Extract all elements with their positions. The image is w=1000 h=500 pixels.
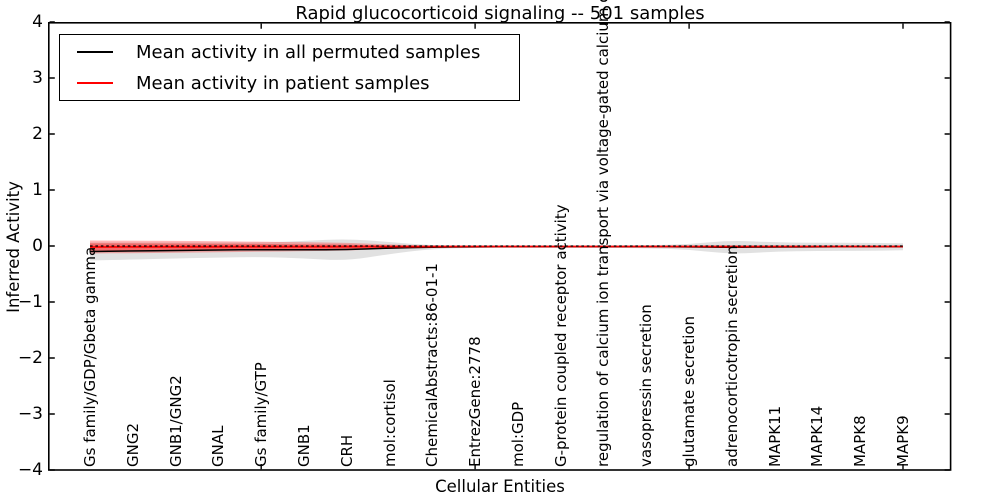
patient-band-core: [90, 243, 903, 251]
legend-label-permuted: Mean activity in all permuted samples: [136, 41, 481, 63]
x-tick-label: EntrezGene:2778: [466, 336, 485, 467]
x-tick-label: adrenocorticotropin secretion: [722, 245, 741, 467]
y-tick-label: 2: [32, 124, 43, 144]
x-tick-label: GNB1/GNG2: [166, 375, 185, 467]
x-tick-label: Gs family/GTP: [252, 362, 271, 467]
x-tick-label: MAPK14: [808, 405, 827, 467]
chart-title: Rapid glucocorticoid signaling -- 501 sa…: [295, 3, 705, 24]
x-tick-label: glutamate secretion: [680, 315, 699, 467]
x-tick-label: mol:GDP: [508, 401, 527, 467]
y-tick-label: 1: [32, 180, 43, 200]
x-tick-label: regulation of calcium ion transport via …: [594, 0, 613, 467]
x-tick-label: Gs family/GDP/Gbeta gamma: [81, 246, 99, 467]
y-tick-label: −4: [17, 460, 43, 480]
x-tick-label: mol:cortisol: [380, 379, 399, 467]
x-tick-label: GNAL: [209, 425, 228, 467]
y-tick-label: −3: [17, 404, 43, 424]
x-tick-label: G-protein coupled receptor activity: [551, 204, 570, 467]
y-tick-label: −2: [17, 348, 43, 368]
y-tick-label: 4: [32, 12, 43, 32]
y-tick-label: 0: [32, 236, 43, 256]
x-tick-label: vasopressin secretion: [637, 304, 656, 467]
y-tick-label: 3: [32, 68, 43, 88]
legend-item-patient: Mean activity in patient samples: [60, 68, 519, 99]
legend: Mean activity in all permuted samples Me…: [59, 34, 520, 101]
axis-ticks: [49, 21, 950, 471]
x-tick-label: CRH: [337, 434, 356, 467]
patient-line-swatch: [77, 82, 113, 84]
permuted-line-swatch: [77, 51, 113, 53]
permuted-band: [90, 239, 903, 261]
plot-border: [47, 21, 952, 471]
x-tick-label: GNB1: [294, 424, 313, 467]
y-tick-label: −1: [17, 292, 43, 312]
legend-item-permuted: Mean activity in all permuted samples: [60, 37, 519, 68]
x-tick-label: MAPK8: [851, 415, 870, 467]
legend-label-patient: Mean activity in patient samples: [136, 72, 430, 94]
x-tick-label: MAPK9: [894, 415, 912, 467]
x-tick-label: GNG2: [123, 422, 142, 467]
x-tick-label: ChemicalAbstracts:86-01-1: [423, 263, 442, 467]
x-tick-label: MAPK11: [765, 405, 784, 467]
x-axis-label: Cellular Entities: [435, 477, 565, 496]
